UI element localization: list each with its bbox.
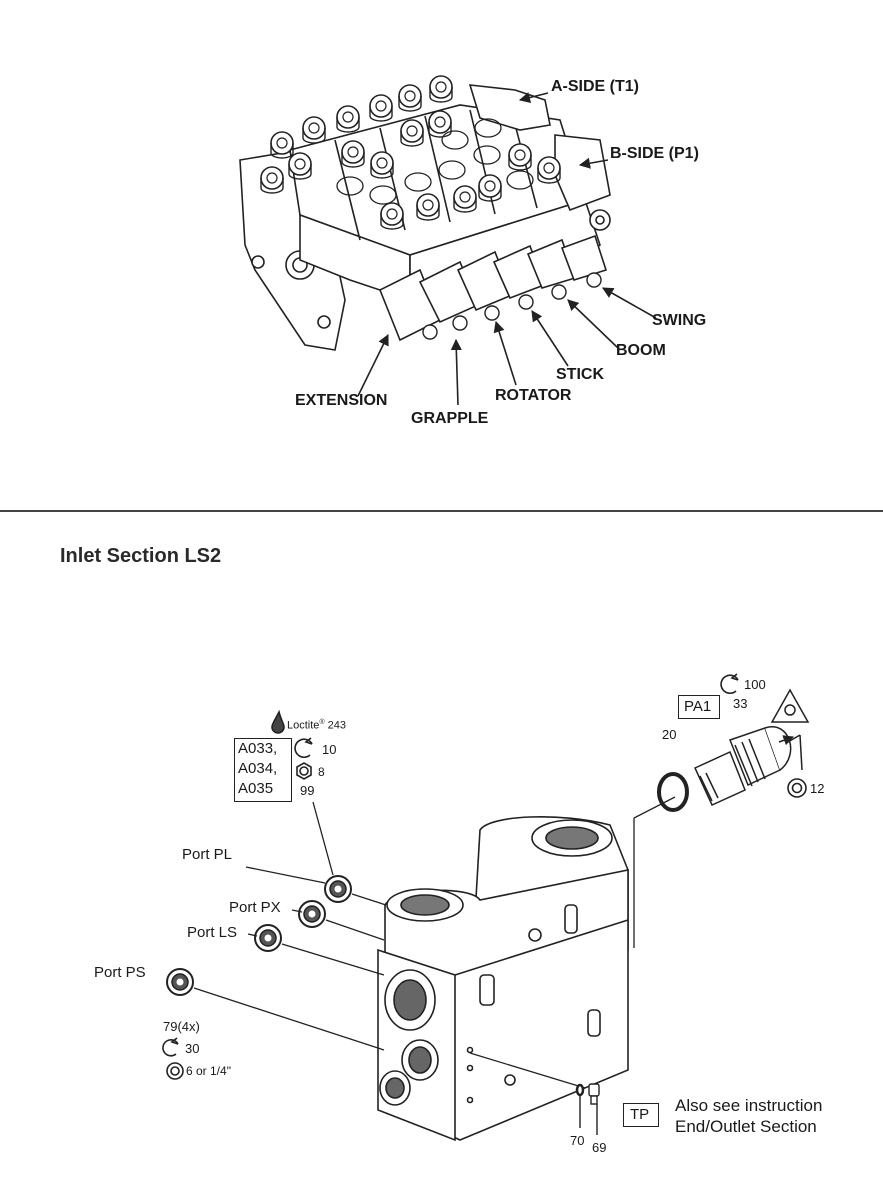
part-number-69: 69 <box>592 1140 607 1155</box>
loctite-label: Loctite® 243 <box>287 719 346 732</box>
section-title: Inlet Section LS2 <box>60 545 222 567</box>
part-number-70: 70 <box>570 1133 585 1148</box>
hex-size-8: 8 <box>318 765 325 779</box>
inlet-section-body <box>377 815 629 1142</box>
ps-torque: 30 <box>185 1041 200 1056</box>
plug-code-a034: A034, <box>238 760 278 777</box>
pa1-label: PA1 <box>684 698 712 715</box>
ps-quantity: 79(4x) <box>163 1019 200 1034</box>
torque-value-10: 10 <box>322 742 337 757</box>
note-line-1: Also see instruction <box>675 1096 823 1115</box>
section-leader-arrows <box>357 92 657 406</box>
loctite-brand: Loctite <box>287 719 320 732</box>
loctite-registered: ® <box>319 719 325 726</box>
label-grapple: GRAPPLE <box>411 410 489 427</box>
part-number-33: 33 <box>733 696 748 711</box>
label-b-side: B-SIDE (P1) <box>610 145 699 162</box>
plug-code-a035: A035 <box>238 780 274 797</box>
port-ps-label: Port PS <box>94 964 146 981</box>
ps-wrench-size: 6 or 1/4" <box>186 1064 231 1078</box>
plug-leader-lines <box>193 796 676 1089</box>
control-valve-assembly <box>239 84 611 351</box>
port-px-label: Port PX <box>229 899 281 916</box>
port-ls-label: Port LS <box>187 924 238 941</box>
note-line-2: End/Outlet Section <box>675 1117 817 1136</box>
section-divider <box>0 510 883 512</box>
plug-code-a033: A033, <box>238 740 278 757</box>
plug-code-box: A033, A034, A035 <box>234 738 292 802</box>
label-extension: EXTENSION <box>295 392 388 409</box>
part-number-99: 99 <box>300 783 315 798</box>
test-port-parts <box>575 1083 600 1135</box>
torque-value-100: 100 <box>744 677 766 692</box>
loctite-number: 243 <box>327 719 347 732</box>
pa1-box: PA1 <box>678 695 720 719</box>
pa1-cartridge <box>657 688 810 812</box>
port-pl-label: Port PL <box>182 846 233 863</box>
label-swing: SWING <box>652 312 707 329</box>
label-a-side: A-SIDE (T1) <box>551 78 639 95</box>
tp-label: TP <box>630 1106 650 1123</box>
part-number-12: 12 <box>810 781 825 796</box>
spool-ends <box>422 272 602 340</box>
label-boom: BOOM <box>616 342 666 359</box>
label-stick: STICK <box>556 366 604 383</box>
tp-box: TP <box>623 1103 659 1127</box>
spec-icons <box>162 673 807 1080</box>
part-number-20: 20 <box>662 727 677 742</box>
label-rotator: ROTATOR <box>495 387 572 404</box>
valve-ports <box>336 118 534 205</box>
